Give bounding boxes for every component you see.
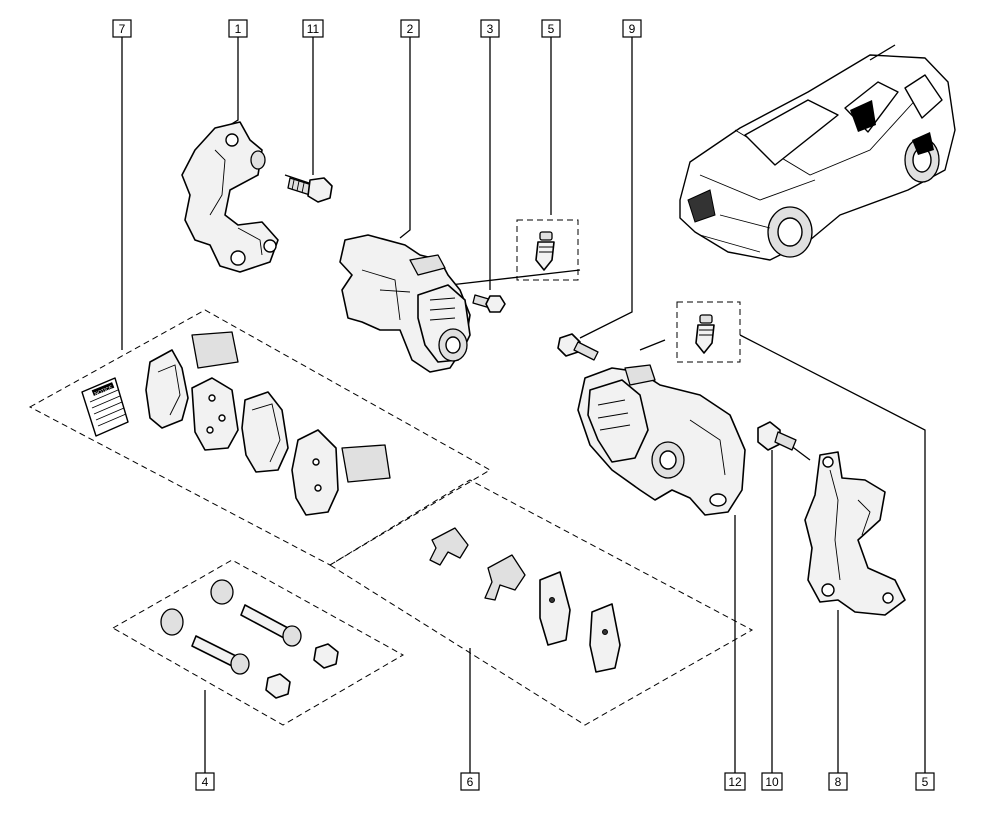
caliper-with-motor-right	[577, 364, 746, 516]
caliper-bracket-left	[181, 121, 279, 273]
callout-3: 3	[480, 19, 500, 38]
spring-kit-outline	[329, 479, 754, 726]
callout-5-bottom: 5	[915, 772, 935, 791]
bracket-bolt-10	[757, 421, 797, 451]
svg-text:7: 7	[119, 22, 126, 36]
callout-9: 9	[622, 19, 642, 38]
callout-4: 4	[195, 772, 215, 791]
callout-5-top: 5	[541, 19, 561, 38]
svg-text:9: 9	[629, 22, 636, 36]
caliper-bolt-3	[472, 294, 506, 313]
pad-kit-outline	[28, 309, 491, 566]
callout-1: 1	[228, 19, 248, 38]
bleed-screw-left	[535, 231, 555, 271]
bleed-screw-box-right	[676, 301, 741, 363]
callout-7: 7	[112, 19, 132, 38]
bracket-bolt-11	[287, 177, 333, 203]
svg-text:11: 11	[307, 22, 320, 36]
spring-clip-kit	[429, 527, 621, 673]
caliper-bolt-9	[557, 333, 599, 361]
svg-text:2: 2	[407, 22, 414, 36]
leader-lines	[121, 37, 926, 773]
svg-text:6: 6	[467, 775, 474, 789]
caliper-bracket-right	[804, 451, 906, 616]
guide-pin-kit	[160, 579, 339, 699]
callout-6: 6	[460, 772, 480, 791]
callout-2: 2	[400, 19, 420, 38]
svg-text:10: 10	[765, 775, 779, 789]
notice-booklet: NOTICE	[81, 377, 129, 437]
vehicle-location-view	[679, 44, 956, 261]
svg-text:8: 8	[835, 775, 842, 789]
svg-text:1: 1	[235, 22, 242, 36]
guide-kit-outline	[111, 559, 405, 726]
callout-12: 12	[724, 772, 746, 791]
svg-text:5: 5	[922, 775, 929, 789]
callout-10: 10	[761, 772, 783, 791]
svg-text:3: 3	[487, 22, 494, 36]
svg-text:12: 12	[728, 775, 742, 789]
bleed-screw-box-left	[516, 219, 579, 281]
svg-text:5: 5	[548, 22, 555, 36]
bleed-screw-right	[695, 314, 715, 354]
callout-8: 8	[828, 772, 848, 791]
caliper-with-motor-left	[339, 234, 471, 373]
brake-pad-kit: NOTICE	[81, 331, 391, 516]
svg-text:4: 4	[202, 775, 209, 789]
callout-11: 11	[302, 19, 324, 38]
